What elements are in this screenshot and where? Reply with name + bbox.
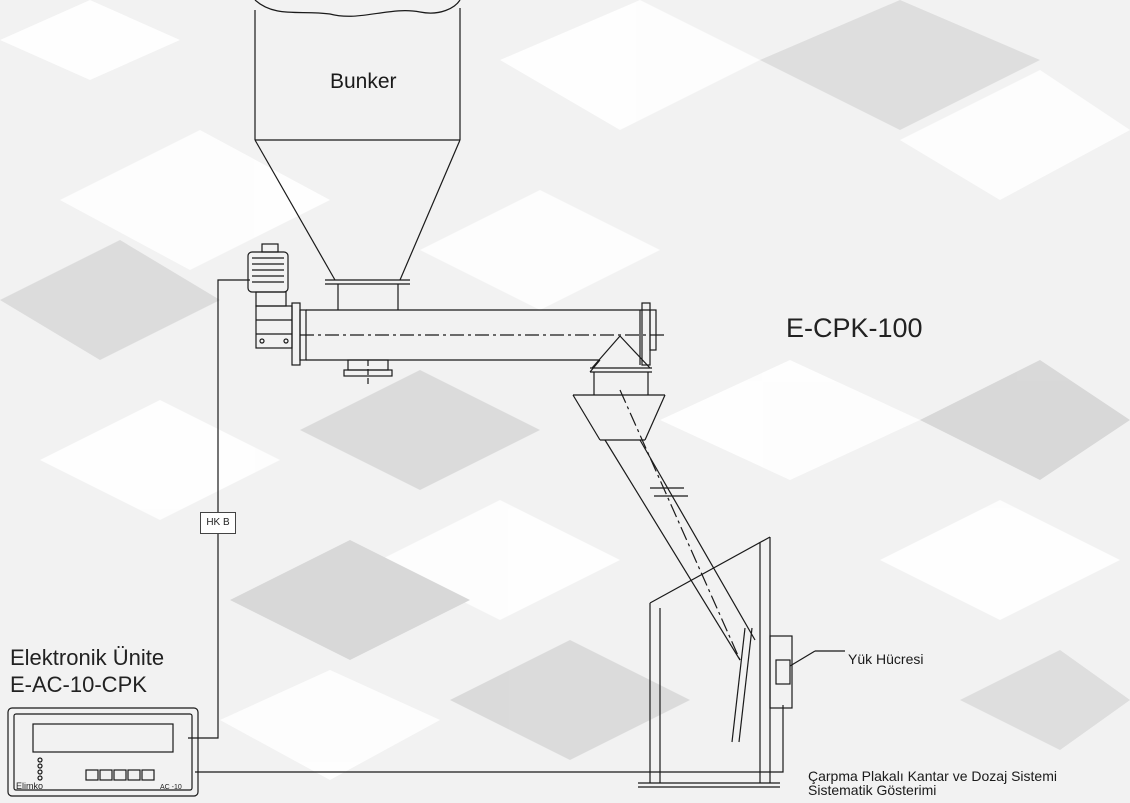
background-pattern — [0, 0, 1130, 780]
model-label: E-CPK-100 — [786, 313, 923, 343]
bunker — [254, 0, 461, 310]
diagram-caption: Çarpma Plakalı Kantar ve Dozaj Sistemi S… — [808, 769, 1057, 797]
unit-model: AC -10 — [160, 784, 182, 791]
electronic-unit-title: Elektronik Ünite E-AC-10-CPK — [10, 644, 164, 698]
load-cell-label: Yük Hücresi — [848, 651, 924, 667]
cable-lines — [188, 279, 784, 773]
bunker-label: Bunker — [330, 70, 397, 93]
inclined-chute — [604, 389, 756, 661]
caption-line2: Sistematik Gösterimi — [808, 782, 937, 798]
motor — [247, 243, 293, 349]
impact-plate-housing — [638, 536, 845, 788]
electronic-unit — [7, 707, 199, 797]
outlet-transition — [572, 335, 666, 441]
unit-title-line2: E-AC-10-CPK — [10, 672, 147, 697]
unit-title-line1: Elektronik Ünite — [10, 645, 165, 670]
screw-conveyor — [291, 302, 665, 385]
cable-tag: HK B — [200, 512, 236, 534]
unit-brand: Elimko — [16, 781, 43, 791]
caption-line1: Çarpma Plakalı Kantar ve Dozaj Sistemi — [808, 768, 1057, 784]
